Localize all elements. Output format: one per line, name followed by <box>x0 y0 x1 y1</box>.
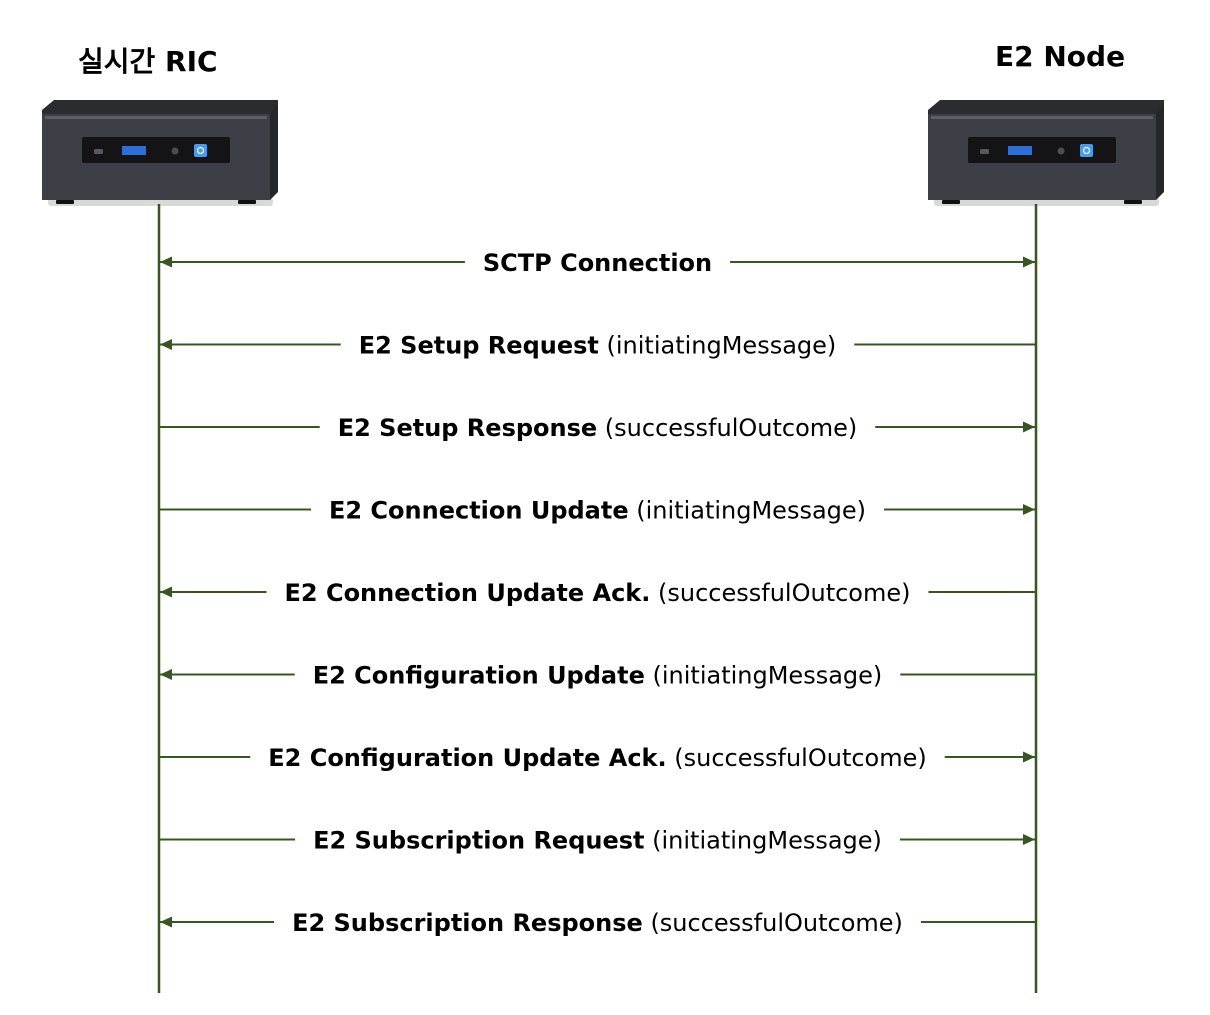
message-label: E2 Subscription Response (successfulOutc… <box>292 909 903 937</box>
message-detail: (successfulOutcome) <box>667 744 927 772</box>
message-detail: (successfulOutcome) <box>650 579 910 607</box>
message-row: E2 Configuration Update Ack. (successful… <box>159 744 1036 772</box>
message-detail: (initiatingMessage) <box>599 332 836 360</box>
message-label: E2 Setup Request (initiatingMessage) <box>359 332 837 360</box>
message-name: E2 Subscription Response <box>292 909 643 937</box>
message-row: E2 Subscription Response (successfulOutc… <box>159 909 1036 937</box>
right-participant-title: E2 Node <box>995 40 1126 73</box>
left-participant-title: 실시간 RIC <box>78 45 218 78</box>
message-detail: (successfulOutcome) <box>597 414 857 442</box>
message-label: E2 Connection Update (initiatingMessage) <box>329 497 866 525</box>
message-name: E2 Setup Response <box>338 414 597 442</box>
left-device-icon <box>42 100 278 206</box>
message-row: E2 Setup Request (initiatingMessage) <box>159 332 1036 360</box>
message-detail: (initiatingMessage) <box>629 497 866 525</box>
message-name: E2 Connection Update <box>329 497 629 525</box>
arrowhead-right-2 <box>1023 421 1035 433</box>
arrowhead-left-5 <box>160 669 172 680</box>
message-name: SCTP Connection <box>483 249 712 277</box>
message-label: E2 Subscription Request (initiatingMessa… <box>313 827 882 855</box>
arrowhead-left-4 <box>160 586 172 598</box>
message-row: E2 Setup Response (successfulOutcome) <box>159 414 1036 442</box>
message-row: E2 Subscription Request (initiatingMessa… <box>159 827 1036 855</box>
message-label: E2 Setup Response (successfulOutcome) <box>338 414 858 442</box>
message-row: E2 Configuration Update (initiatingMessa… <box>159 662 1036 690</box>
arrowhead-right-6 <box>1023 751 1035 763</box>
message-label: E2 Connection Update Ack. (successfulOut… <box>285 579 911 607</box>
message-name: E2 Configuration Update <box>313 662 645 690</box>
message-label: E2 Configuration Update Ack. (successful… <box>268 744 927 772</box>
arrowhead-right-3 <box>1023 504 1035 515</box>
message-name: E2 Configuration Update Ack. <box>268 744 666 772</box>
message-detail: (successfulOutcome) <box>643 909 903 937</box>
arrowhead-left-8 <box>160 916 172 928</box>
message-detail: (initiatingMessage) <box>645 827 882 855</box>
arrowhead-right-0 <box>1023 256 1035 268</box>
message-detail: (initiatingMessage) <box>645 662 882 690</box>
arrowhead-left-0 <box>160 256 172 268</box>
message-name: E2 Subscription Request <box>313 827 644 855</box>
message-row: E2 Connection Update Ack. (successfulOut… <box>159 579 1036 607</box>
message-label: E2 Configuration Update (initiatingMessa… <box>313 662 883 690</box>
message-label: SCTP Connection <box>483 249 712 277</box>
message-row: E2 Connection Update (initiatingMessage) <box>159 497 1036 525</box>
message-name: E2 Setup Request <box>359 332 599 360</box>
message-name: E2 Connection Update Ack. <box>285 579 651 607</box>
right-device-icon <box>928 100 1164 206</box>
message-row: SCTP Connection <box>159 249 1036 277</box>
arrowhead-left-1 <box>160 339 172 350</box>
arrowhead-right-7 <box>1023 834 1035 845</box>
